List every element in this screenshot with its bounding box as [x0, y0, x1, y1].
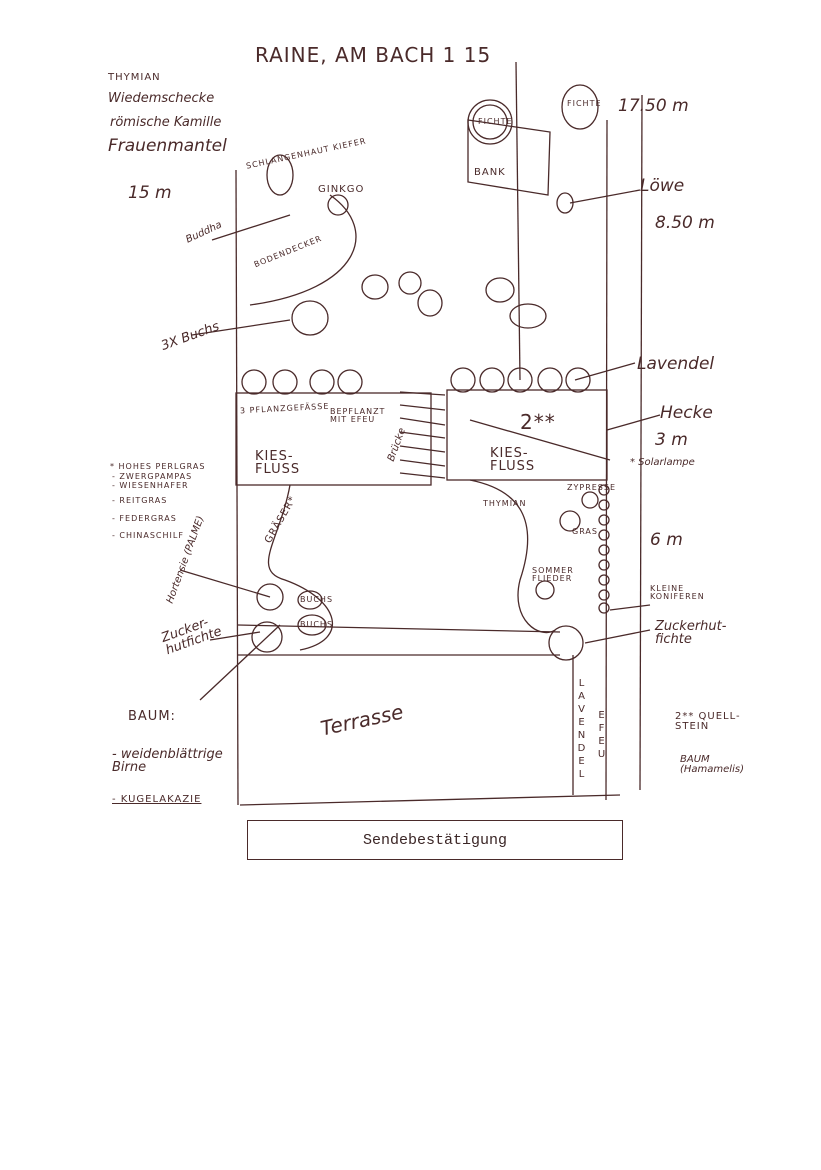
label-fichte-2: FICHTE	[567, 99, 602, 108]
grass-list-item: - REITGRAS	[112, 496, 168, 505]
label-bank: BANK	[474, 167, 506, 178]
label-length-total: 17.50 m	[618, 96, 689, 116]
left-plant-list-item: THYMIAN	[108, 72, 161, 83]
label-kiesfluss-right: KIES-FLUSS	[490, 446, 536, 474]
tree-list-heading: BAUM:	[128, 709, 176, 724]
label-bepflanzt: BEPFLANZT MIT EFEU	[330, 407, 386, 424]
label-zuckerhut-right: Zuckerhut-fichte	[655, 619, 727, 647]
label-length-hecke: 3 m	[655, 430, 688, 450]
kiesfluss-left-bed	[235, 392, 432, 486]
bodendecker-outline	[249, 194, 357, 306]
grass-list-item: - ZWERGPAMPAS	[112, 472, 193, 481]
grass-list-item: - CHINASCHILF	[112, 531, 184, 540]
bottom-boundary	[239, 794, 621, 806]
label-length-lower: 6 m	[650, 530, 683, 550]
left-plant-list-item: Frauenmantel	[108, 136, 227, 156]
grass-list-item: * HOHES PERLGRAS	[110, 462, 206, 471]
left-plant-list-item: Wiedemschecke	[108, 91, 215, 106]
label-quellstein: 2** QUELL-STEIN	[675, 711, 741, 732]
label-quellstein-mark: 2**	[520, 410, 556, 434]
label-solarlampe: * Solarlampe	[630, 457, 695, 468]
label-lavendel: Lavendel	[637, 354, 715, 374]
label-hecke: Hecke	[660, 403, 713, 423]
leader-lines	[179, 189, 661, 701]
bridge-planks	[399, 391, 446, 479]
label-baum-hamamelis: BAUM (Hamamelis)	[680, 754, 744, 775]
label-thymian: THYMIAN	[483, 499, 527, 508]
tree-list-item: - weidenblättrige Birne	[112, 747, 223, 775]
bank-shape	[467, 119, 551, 196]
shrub-circles	[241, 84, 599, 661]
label-kiesfluss-left: KIES-FLUSS	[255, 449, 301, 477]
label-zypresse: ZYPRESSE	[567, 483, 617, 492]
label-efeu-vertical: EFEU	[596, 710, 607, 762]
send-confirmation-box: Sendebestätigung	[247, 820, 623, 860]
label-width-top: 15 m	[128, 183, 172, 203]
label-kleine-koniferen: KLEINE KONIFEREN	[650, 584, 705, 601]
left-boundary	[235, 169, 239, 806]
plan-title: RAINE, AM BACH 1 15	[255, 43, 492, 67]
left-plant-list-item: römische Kamille	[110, 115, 222, 130]
label-ginkgo: GINKGO	[318, 184, 365, 195]
label-buchs-small-2: BUCHS	[300, 620, 334, 629]
label-fichte-1: FICHTE	[478, 117, 513, 126]
label-buchs-small-1: BUCHS	[300, 595, 334, 604]
koniferen-row	[598, 484, 610, 614]
label-length-upper: 8.50 m	[655, 213, 715, 233]
grass-list-item: - WIESENHAFER	[112, 481, 189, 490]
grass-list-item: - FEDERGRAS	[112, 514, 177, 523]
terrace-edge-top	[237, 624, 561, 633]
tree-list-item: - KUGELAKAZIE	[112, 794, 202, 805]
sommerflieder-bed-outline	[469, 479, 556, 634]
label-lavendel-vertical: LAVENDEL	[576, 678, 587, 782]
label-loewe: Löwe	[640, 176, 685, 196]
graeser-bed-outline	[267, 484, 334, 651]
dimension-line	[639, 94, 643, 791]
right-boundary-upper	[515, 61, 521, 381]
label-sommerflieder: SOMMER FLIEDER	[532, 566, 574, 583]
label-gras: GRAS	[572, 527, 598, 536]
